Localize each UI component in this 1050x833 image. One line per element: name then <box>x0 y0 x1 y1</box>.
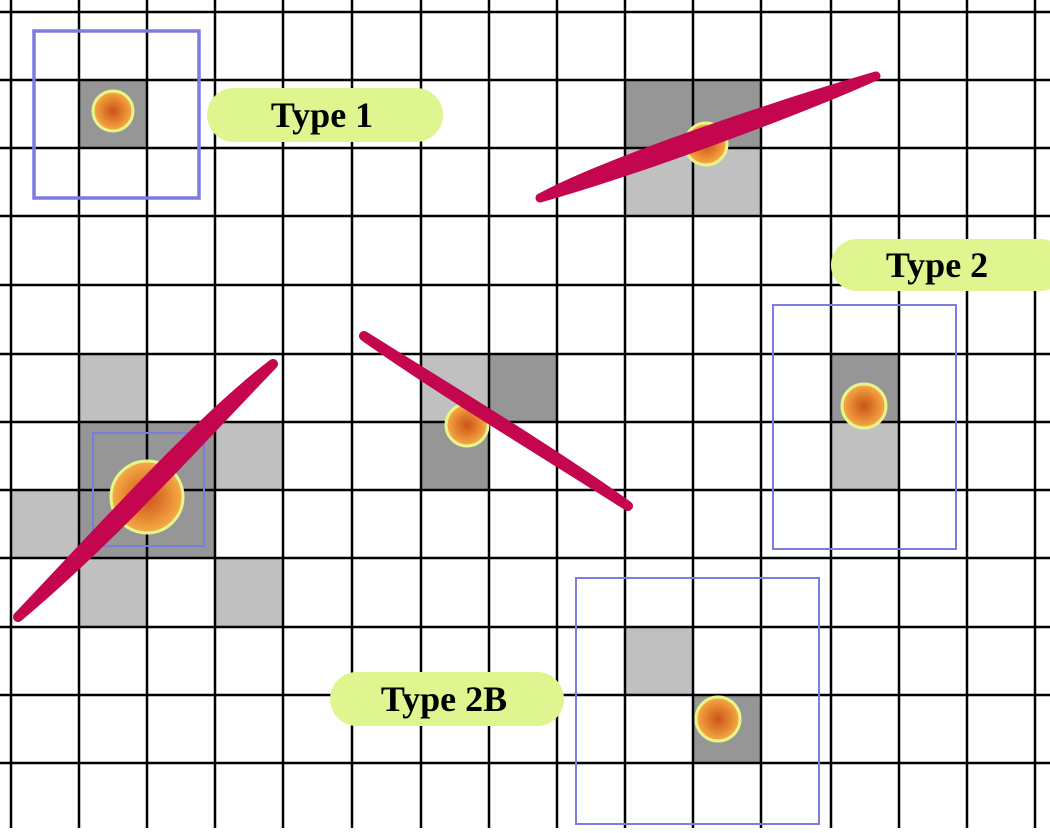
type2-label-text: Type 2 <box>886 245 988 285</box>
cell-light <box>79 354 147 422</box>
type2b-label: Type 2B <box>330 672 564 726</box>
cell-light <box>215 558 283 626</box>
type1-label-text: Type 1 <box>271 95 373 135</box>
type2-label: Type 2 <box>831 239 1050 291</box>
type2b-label-text: Type 2B <box>381 679 507 719</box>
cell-light <box>11 490 79 558</box>
cell-dark <box>489 354 557 422</box>
cell-light <box>79 558 147 626</box>
cell-light <box>625 627 693 695</box>
cell-light <box>215 422 283 490</box>
hit-dot <box>696 697 740 741</box>
cell-light <box>831 422 899 490</box>
hit-dot <box>93 91 133 131</box>
hit-dot <box>842 384 886 428</box>
type1-label: Type 1 <box>207 88 443 142</box>
